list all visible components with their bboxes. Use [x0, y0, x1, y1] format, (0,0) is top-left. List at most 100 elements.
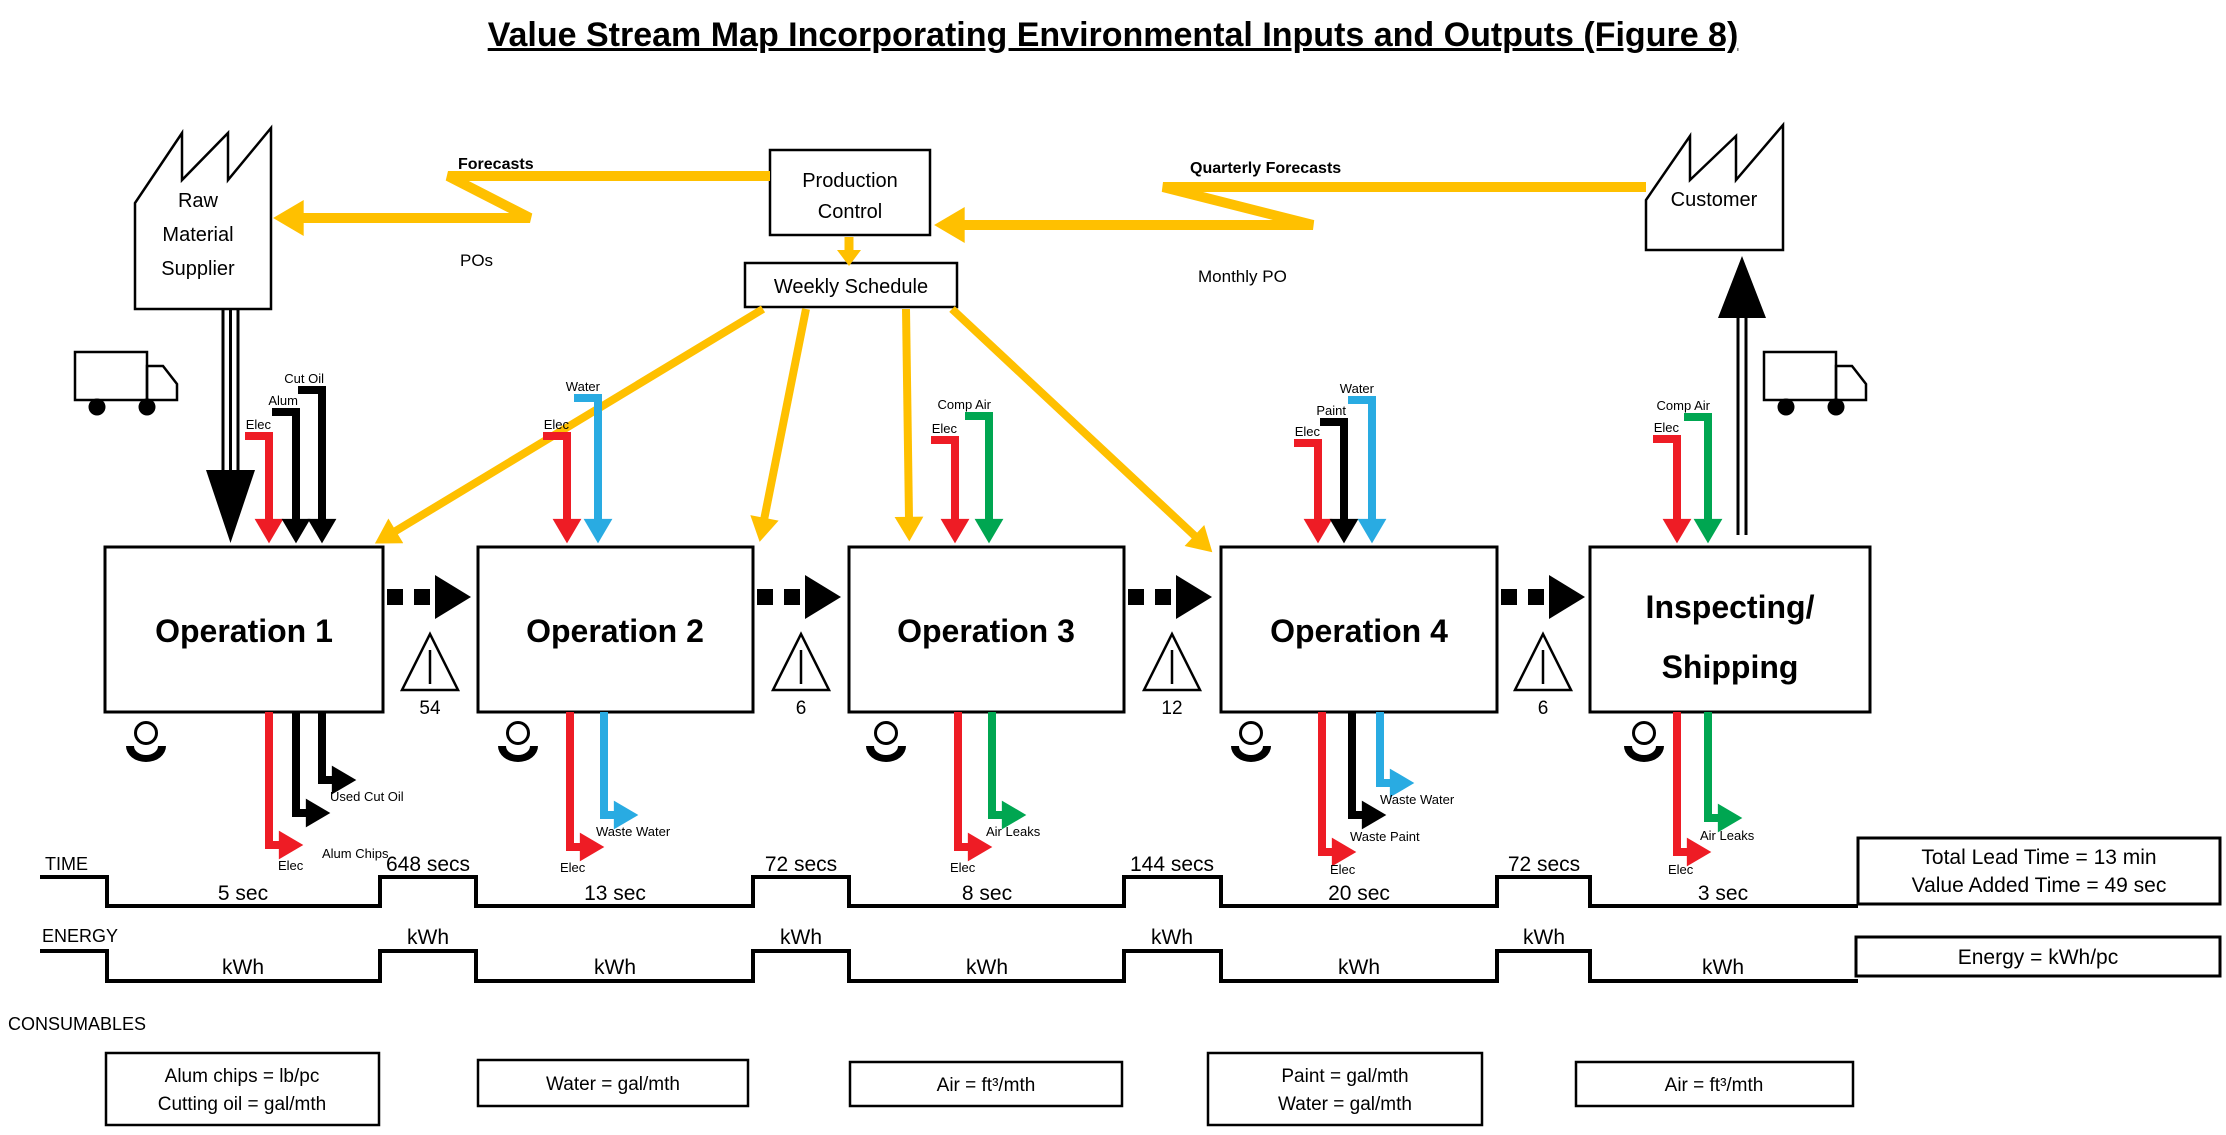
inventory-count: 54: [419, 698, 441, 719]
consumable-box: Air = ft³/mth: [848, 1060, 1124, 1108]
weekly-schedule-label: Weekly Schedule: [774, 276, 928, 298]
op3-airleaks-output-arrow: [988, 712, 1027, 830]
op5-output-label: Elec: [1668, 862, 1694, 877]
consumable-box: Air = ft³/mth: [1574, 1060, 1855, 1108]
op1-input-label: Elec: [246, 417, 272, 432]
energy-unit: kWh: [594, 956, 636, 979]
wait-time: 144 secs: [1130, 853, 1214, 876]
energy-unit: kWh: [780, 926, 822, 949]
cycle-time: 8 sec: [962, 882, 1012, 905]
wait-time: 72 secs: [765, 853, 837, 876]
production-control-line2: Control: [818, 201, 882, 223]
quarterly-forecasts-zigzag-arrow: [934, 182, 1646, 243]
supplier-name-line3: Supplier: [161, 258, 235, 280]
energy-row-label: ENERGY: [42, 926, 118, 946]
lead-time-box: Total Lead Time = 13 min Value Added Tim…: [1856, 836, 2222, 906]
supplier-name-line2: Material: [162, 224, 233, 246]
inventory-triangle-icon: 12: [1141, 631, 1203, 719]
environmental-outputs: Elec Alum Chips Used Cut Oil Elec Waste …: [265, 712, 1755, 877]
op4-paint-input-arrow: [1320, 418, 1359, 544]
consumable-line: Cutting oil = gal/mth: [158, 1094, 326, 1115]
supplier: Raw Material Supplier: [73, 124, 273, 543]
op2-input-label: Elec: [544, 417, 570, 432]
op4-elec-input-arrow: [1294, 439, 1333, 544]
energy-unit: kWh: [1338, 956, 1380, 979]
inspecting-shipping-box: [1588, 545, 1872, 714]
inventory-count: 6: [1538, 698, 1549, 719]
op5-input-label: Comp Air: [1657, 398, 1711, 413]
op5-output-label: Air Leaks: [1700, 828, 1755, 843]
customer: Customer: [1644, 121, 1868, 535]
inspecting-shipping-title-line2: Shipping: [1662, 649, 1799, 685]
energy-ladder: ENERGY kWh kWh kWh kWh kWh kWh kWh kWh k…: [40, 926, 2222, 983]
op5-elec-output-arrow: [1673, 712, 1712, 867]
operation-2-title: Operation 2: [526, 613, 704, 649]
op1-input-label: Alum: [268, 393, 298, 408]
time-ladder: TIME 5 sec 648 secs 13 sec 72 secs 8 sec…: [40, 836, 2222, 908]
op4-water-input-arrow: [1348, 396, 1387, 544]
consumables-row: CONSUMABLES Alum chips = lb/pc Cutting o…: [8, 1014, 1855, 1127]
inventory-triangle-icon: 6: [770, 631, 832, 719]
op5-airleaks-output-arrow: [1704, 712, 1743, 833]
op4-output-label: Elec: [1330, 862, 1356, 877]
time-row-label: TIME: [45, 854, 88, 874]
forecasts-label: Forecasts: [458, 156, 534, 173]
operator-icon: [1624, 721, 1664, 762]
op2-output-label: Elec: [560, 860, 586, 875]
inventory-markers: 54 6 12 6: [399, 631, 1574, 719]
op2-elec-output-arrow: [566, 712, 605, 862]
op4-elec-output-arrow: [1318, 712, 1357, 867]
value-added-time: Value Added Time = 49 sec: [1912, 874, 2167, 897]
push-arrows: [387, 575, 1585, 619]
op2-wastewater-output-arrow: [600, 712, 639, 830]
cycle-time: 3 sec: [1698, 882, 1748, 905]
operation-4-title: Operation 4: [1270, 613, 1448, 649]
op3-elec-input-arrow: [931, 436, 970, 544]
inventory-count: 12: [1161, 698, 1182, 719]
energy-unit: kWh: [222, 956, 264, 979]
factory-icon: [133, 124, 273, 311]
cycle-time: 5 sec: [218, 882, 268, 905]
op1-elec-input-arrow: [245, 432, 284, 544]
weekly-schedule-box: Weekly Schedule: [743, 261, 959, 309]
cycle-time: 13 sec: [584, 882, 646, 905]
energy-unit: kWh: [1151, 926, 1193, 949]
op5-input-label: Elec: [1654, 420, 1680, 435]
operator-icon: [1231, 721, 1271, 762]
push-arrow: [1501, 575, 1585, 619]
time-line: [40, 875, 1858, 908]
finished-goods-shipment-arrow: [1718, 256, 1766, 535]
op5-elec-input-arrow: [1653, 435, 1692, 544]
energy-unit: kWh: [966, 956, 1008, 979]
op1-elec-output-arrow: [265, 712, 304, 860]
forecasts-zigzag-arrow: [273, 171, 770, 236]
op1-alumchips-output-arrow: [292, 712, 331, 828]
truck-icon: [1762, 350, 1868, 416]
inventory-triangle-icon: 54: [399, 631, 461, 719]
op3-elec-output-arrow: [954, 712, 993, 862]
schedule-arrow-op3: [894, 308, 924, 542]
energy-unit: kWh: [1702, 956, 1744, 979]
op4-input-label: Paint: [1316, 403, 1346, 418]
op3-input-label: Elec: [932, 421, 958, 436]
pos-label: POs: [460, 251, 493, 270]
operator-icon: [498, 721, 538, 762]
op4-output-label: Waste Paint: [1350, 829, 1420, 844]
op2-elec-input-arrow: [543, 432, 582, 544]
production-control-box: Production Control: [768, 148, 932, 237]
op1-usedcutoil-output-arrow: [318, 712, 357, 795]
customer-name: Customer: [1671, 189, 1758, 211]
op1-output-label: Alum Chips: [322, 846, 389, 861]
op3-output-label: Elec: [950, 860, 976, 875]
consumable-box: Paint = gal/mth Water = gal/mth: [1206, 1051, 1484, 1127]
wait-time: 648 secs: [386, 853, 470, 876]
schedule-arrow-op1: [374, 305, 766, 544]
inventory-triangle-icon: 6: [1512, 631, 1574, 719]
raw-material-shipment-arrow: [206, 309, 255, 543]
operation-1-box: [103, 545, 385, 714]
consumable-line: Water = gal/mth: [1278, 1094, 1412, 1115]
diagram-title: Value Stream Map Incorporating Environme…: [487, 16, 1739, 54]
consumable-line: Air = ft³/mth: [937, 1075, 1036, 1096]
